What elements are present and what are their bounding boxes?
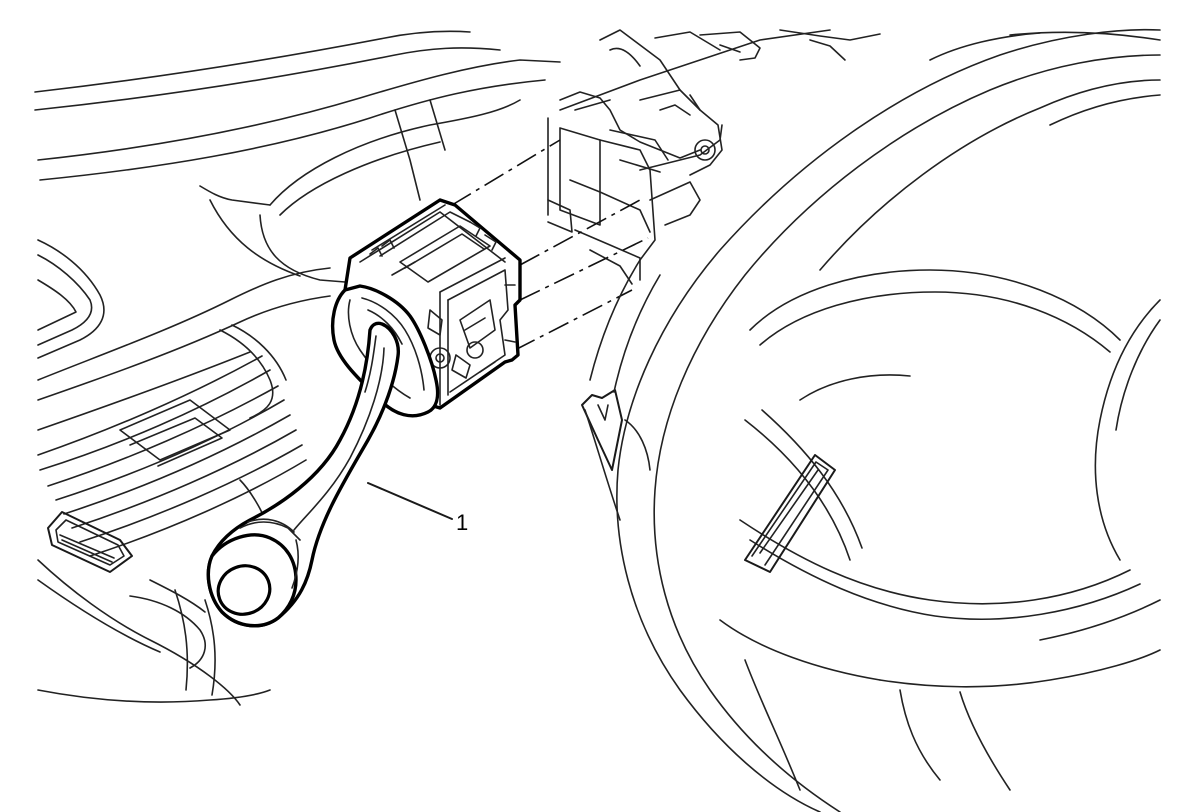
steering-column-housing xyxy=(547,29,881,285)
installation-guide-lines xyxy=(451,139,649,351)
steering-wheel-switch xyxy=(744,454,836,573)
turn-signal-lever xyxy=(206,284,440,628)
callout-1-label: 1 xyxy=(456,510,468,535)
air-vent xyxy=(37,355,307,557)
callout-1: 1 xyxy=(367,482,468,535)
instrument-panel xyxy=(34,30,561,706)
paddle-shifter xyxy=(581,389,651,521)
hazard-button xyxy=(47,511,133,573)
steering-wheel xyxy=(581,28,1161,812)
callout-1-leader xyxy=(367,482,453,520)
